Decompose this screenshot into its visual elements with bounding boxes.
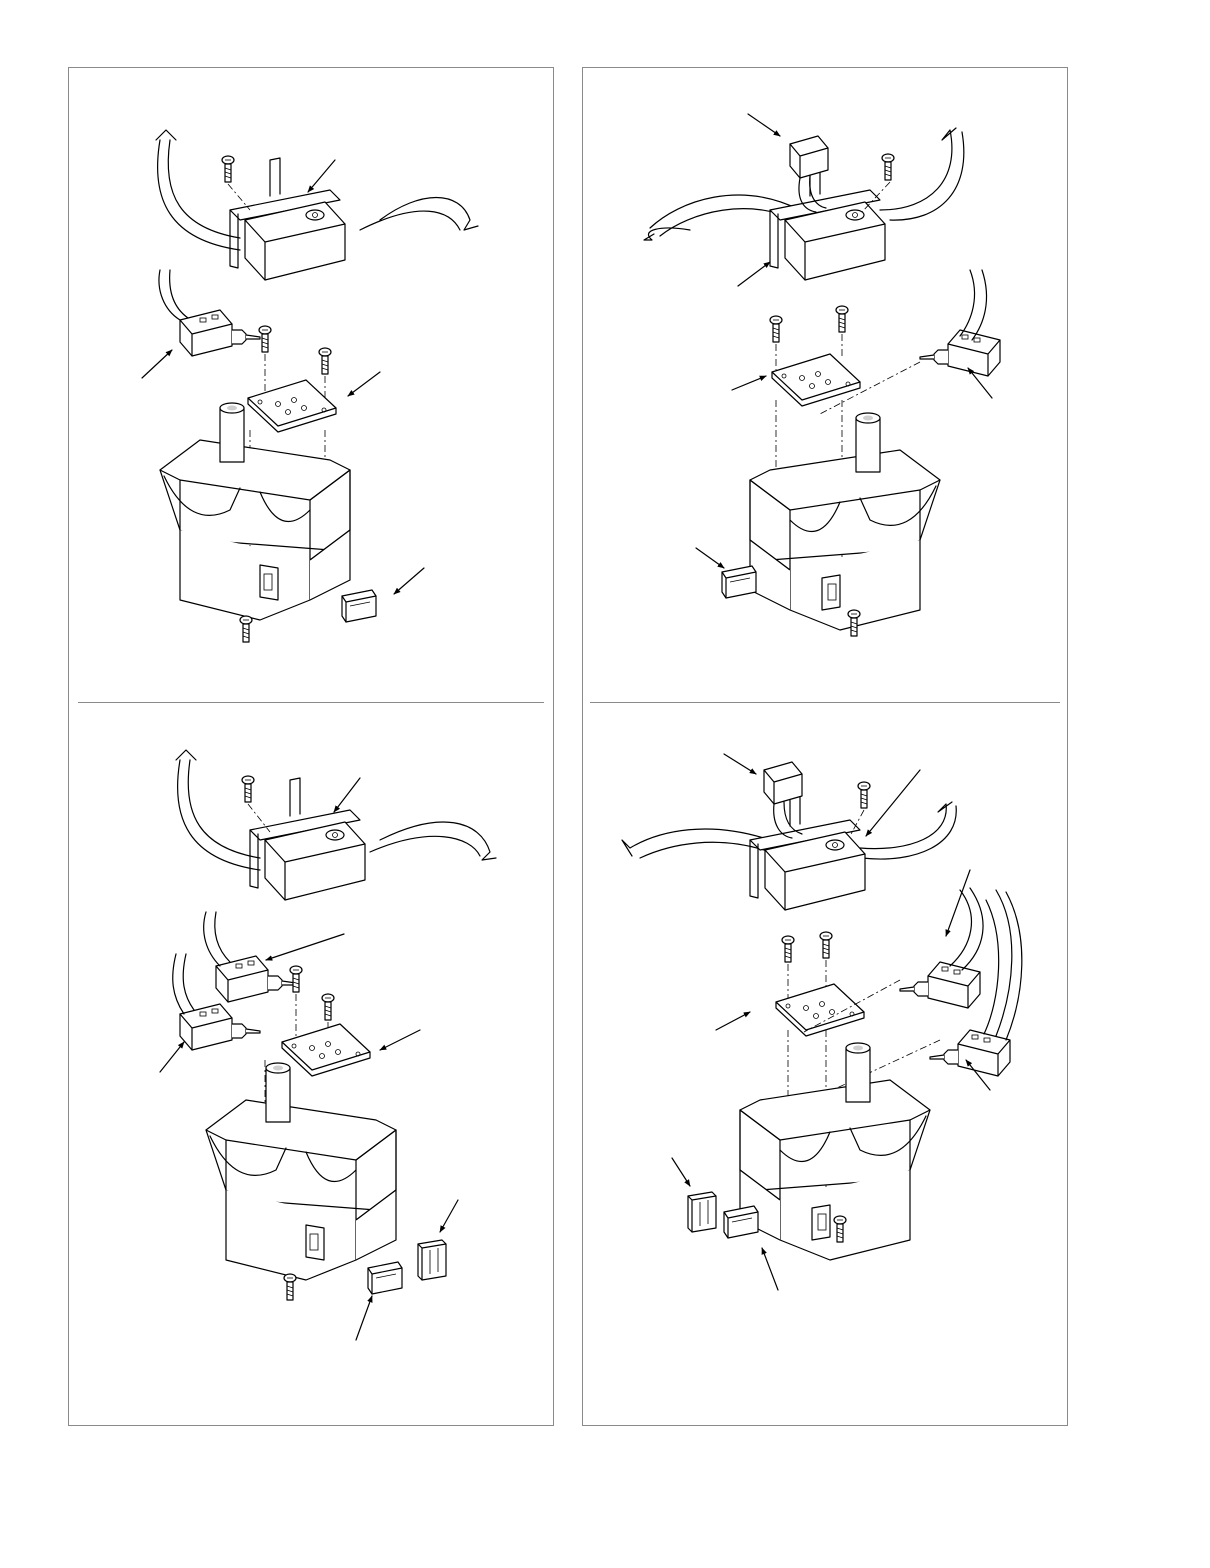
screw — [781, 935, 795, 963]
cap — [721, 565, 757, 599]
switch — [929, 1029, 1011, 1077]
callout-arrow — [866, 770, 920, 836]
connector — [764, 762, 802, 838]
callout-arrow — [265, 934, 344, 961]
screw — [857, 781, 871, 809]
switch-bracket — [249, 777, 366, 901]
exploded-diagram-top-left — [80, 129, 540, 643]
cap — [418, 1240, 446, 1280]
callout-arrow — [748, 114, 780, 136]
wire-bundle — [155, 129, 241, 251]
callout-arrow — [732, 376, 767, 390]
screw — [819, 931, 833, 959]
mounting-plate — [247, 379, 337, 433]
callout-arrow — [440, 1200, 458, 1233]
callout-arrow — [160, 1042, 184, 1072]
callout-arrow — [724, 754, 756, 774]
callout-arrow — [394, 568, 424, 594]
cap — [341, 589, 377, 623]
screw — [318, 347, 332, 375]
callout-arrow — [968, 368, 992, 398]
left-panel-divider — [78, 702, 544, 703]
callout-arrow — [379, 1030, 420, 1050]
screw — [241, 775, 255, 803]
callout-arrow — [672, 1158, 690, 1186]
screw — [835, 305, 849, 333]
screw — [239, 615, 253, 643]
housing — [739, 1042, 931, 1261]
wire-bundle — [175, 749, 261, 871]
housing — [205, 1062, 397, 1281]
callout-arrow — [966, 1060, 990, 1090]
cap — [723, 1205, 759, 1239]
cap — [688, 1192, 716, 1232]
callout-arrow — [738, 262, 770, 286]
callout-arrow — [716, 1012, 751, 1030]
screw — [769, 315, 783, 343]
switch-bracket — [769, 157, 886, 281]
housing — [749, 412, 941, 631]
screw — [258, 325, 272, 353]
exploded-diagram-bottom-left — [80, 749, 540, 1340]
screw — [881, 153, 895, 181]
mounting-plate — [771, 353, 861, 407]
callout-arrow — [308, 160, 335, 192]
callout-arrow — [356, 1295, 372, 1340]
cap — [367, 1261, 403, 1295]
screw — [283, 1273, 297, 1301]
callout-arrow — [946, 870, 970, 937]
switch-bracket — [229, 157, 346, 281]
connector — [790, 136, 828, 212]
switch — [179, 309, 261, 357]
callout-arrow — [142, 350, 172, 378]
switch-bracket — [749, 787, 866, 911]
callout-arrow — [696, 548, 724, 568]
housing — [159, 402, 351, 621]
screw — [321, 993, 335, 1021]
switch — [179, 1003, 261, 1051]
screw — [289, 965, 303, 993]
right-panel-divider — [590, 702, 1060, 703]
callout-arrow — [762, 1247, 778, 1290]
mounting-plate — [775, 983, 865, 1037]
switch — [899, 961, 981, 1009]
screw — [221, 155, 235, 183]
switch — [215, 955, 297, 1003]
exploded-diagram-bottom-right — [600, 740, 1060, 1340]
callout-arrow — [348, 372, 380, 396]
exploded-diagram-top-right — [600, 100, 1001, 637]
switch — [919, 329, 1001, 377]
mounting-plate — [281, 1023, 371, 1077]
callout-arrow — [334, 778, 360, 812]
